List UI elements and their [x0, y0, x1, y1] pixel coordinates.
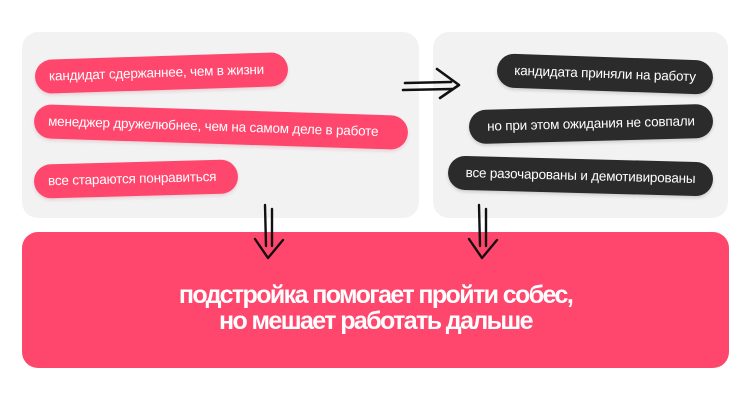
conclusion-text: подстройка помогает пройти собес, но меш…	[0, 282, 751, 334]
double-arrow-down-icon	[467, 203, 499, 260]
consequence-pill-disappointed: все разочарованы и демотивированы	[447, 155, 714, 197]
cause-pill-everyone: все стараются понравиться	[33, 159, 239, 199]
conclusion-line-2: но мешает работать дальше	[219, 307, 534, 335]
double-arrow-right-icon	[401, 67, 461, 100]
conclusion-line-1: подстройка помогает пройти собес,	[178, 281, 574, 309]
conclusion-block	[22, 232, 729, 368]
double-arrow-down-icon	[253, 203, 285, 260]
consequence-pill-expectations: но при этом ожидания не совпали	[468, 103, 714, 145]
